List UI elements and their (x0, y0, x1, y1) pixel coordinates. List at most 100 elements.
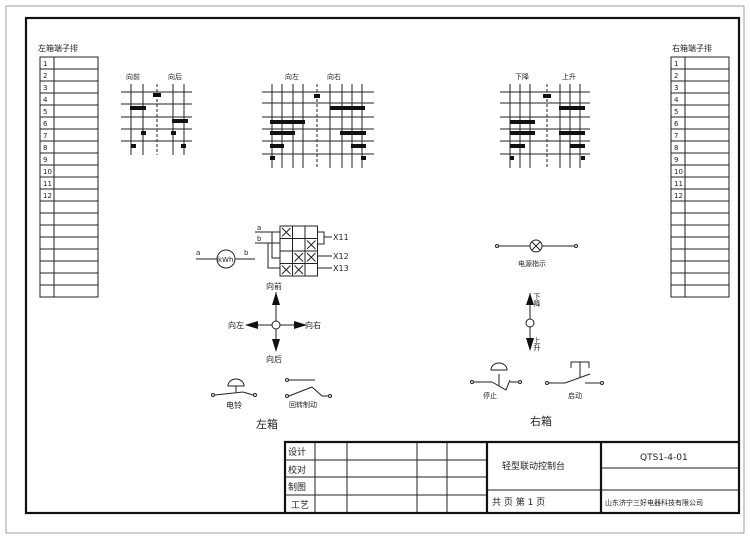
terminal-wire-cell (684, 224, 730, 238)
terminal-number: 10 (43, 168, 52, 176)
terminal-number-cell (670, 236, 686, 250)
terminal-number-cell (39, 212, 55, 226)
terminal-number: 2 (43, 72, 47, 80)
role-drafting: 制图 (288, 481, 306, 493)
terminal-number-cell (39, 284, 55, 298)
contact-closed-mark (361, 156, 366, 160)
terminal-number-cell (670, 248, 686, 262)
switch-matrix-forward-back: 向前 向后 (121, 72, 192, 155)
terminal-wire-cell (684, 104, 730, 118)
terminal-wire-cell (53, 152, 99, 166)
terminal-number-cell (39, 248, 55, 262)
terminal-number: 7 (43, 132, 47, 140)
bell-label: 电铃 (226, 400, 242, 410)
switch-terminal-b: b (257, 235, 262, 243)
terminal-number: 6 (43, 120, 48, 128)
terminal-wire-cell (684, 164, 730, 178)
contact-closed-mark (510, 144, 525, 148)
terminal-wire-cell (684, 272, 730, 286)
switch-cell (304, 263, 318, 277)
terminal-wire-cell (684, 260, 730, 274)
brake-switch: 回转制动 (285, 378, 332, 409)
switch-matrix-left-right: 向左 向右 (262, 72, 374, 168)
terminal-wire-cell (684, 152, 730, 166)
matrix-label: 向前 (126, 72, 140, 81)
terminal-wire-cell (53, 92, 99, 106)
terminal-wire-cell (684, 200, 730, 214)
kwh-meter: kWh a b (196, 249, 255, 269)
terminal-wire-cell (684, 56, 730, 70)
contact-closed-mark (581, 156, 585, 160)
start-label: 启动 (568, 391, 582, 400)
terminal-x11: X11 (333, 233, 349, 242)
terminal-wire-cell (53, 140, 99, 154)
terminal-wire-cell (53, 236, 99, 250)
contact-closed-mark (153, 93, 161, 97)
role-process: 工艺 (291, 500, 309, 511)
terminal-wire-cell (53, 224, 99, 238)
brake-label: 回转制动 (289, 400, 317, 409)
contact-closed-mark (172, 119, 188, 123)
joystick-4-way: 向前 向后 向左 向右 (228, 281, 321, 364)
switch-contact-mark (294, 252, 304, 262)
contact-closed-mark (510, 156, 514, 160)
terminal-wire-cell (684, 140, 730, 154)
switch-contact-mark (306, 252, 316, 262)
meter-terminal-a: a (196, 249, 200, 257)
terminal-number: 5 (674, 108, 678, 116)
terminal-wire-cell (53, 188, 99, 202)
terminal-number-cell (670, 284, 686, 298)
left-terminal-title: 左箱端子排 (38, 43, 78, 53)
terminal-number: 6 (674, 120, 679, 128)
terminal-wire-cell (684, 212, 730, 226)
terminal-number-cell (39, 272, 55, 286)
left-box-title: 左箱 (256, 417, 278, 431)
page-info: 共 页 第 1 页 (492, 496, 545, 508)
terminal-number-cell (39, 260, 55, 274)
switch-contact-mark (281, 265, 291, 275)
contact-closed-mark (330, 106, 365, 110)
terminal-wire-cell (53, 284, 99, 298)
terminal-wire-cell (684, 176, 730, 190)
contact-closed-mark (543, 94, 551, 98)
terminal-x13: X13 (333, 264, 349, 273)
terminal-wire-cell (53, 116, 99, 130)
terminal-number: 11 (43, 180, 52, 188)
terminal-wire-cell (684, 80, 730, 94)
role-design: 设计 (288, 446, 306, 458)
terminal-wire-cell (53, 200, 99, 214)
terminal-number-cell (670, 200, 686, 214)
terminal-wire-cell (53, 128, 99, 142)
contact-closed-mark (130, 106, 146, 110)
terminal-wire-cell (684, 128, 730, 142)
down-label: 下降 (533, 293, 541, 308)
terminal-wire-cell (684, 92, 730, 106)
inner-frame (24, 16, 741, 515)
power-indicator-label: 电源指示 (518, 259, 546, 268)
drawing-name: 轻型联动控制台 (502, 460, 565, 472)
terminal-wire-cell (684, 284, 730, 298)
dir-left-label: 向左 (228, 320, 244, 330)
contact-closed-mark (141, 131, 146, 135)
terminal-wire-cell (53, 80, 99, 94)
company-name: 山东济宁三好电器科技有限公司 (605, 498, 703, 507)
matrix-label: 向左 (285, 72, 299, 81)
terminal-number: 1 (43, 60, 47, 68)
terminal-wire-cell (53, 248, 99, 262)
contact-closed-mark (171, 131, 176, 135)
bell-switch: 电铃 (211, 378, 257, 410)
contact-closed-mark (131, 144, 136, 148)
terminal-number-cell (670, 224, 686, 238)
switch-terminal-a: a (257, 224, 261, 232)
contact-closed-mark (559, 106, 585, 110)
terminal-wire-cell (684, 116, 730, 130)
terminal-wire-cell (684, 236, 730, 250)
right-box-title: 右箱 (530, 414, 552, 428)
terminal-wire-cell (53, 260, 99, 274)
terminal-number-cell (670, 260, 686, 274)
up-label: 上升 (533, 336, 541, 352)
contact-closed-mark (270, 120, 305, 124)
terminal-number: 2 (674, 72, 678, 80)
terminal-x12: X12 (333, 252, 349, 261)
